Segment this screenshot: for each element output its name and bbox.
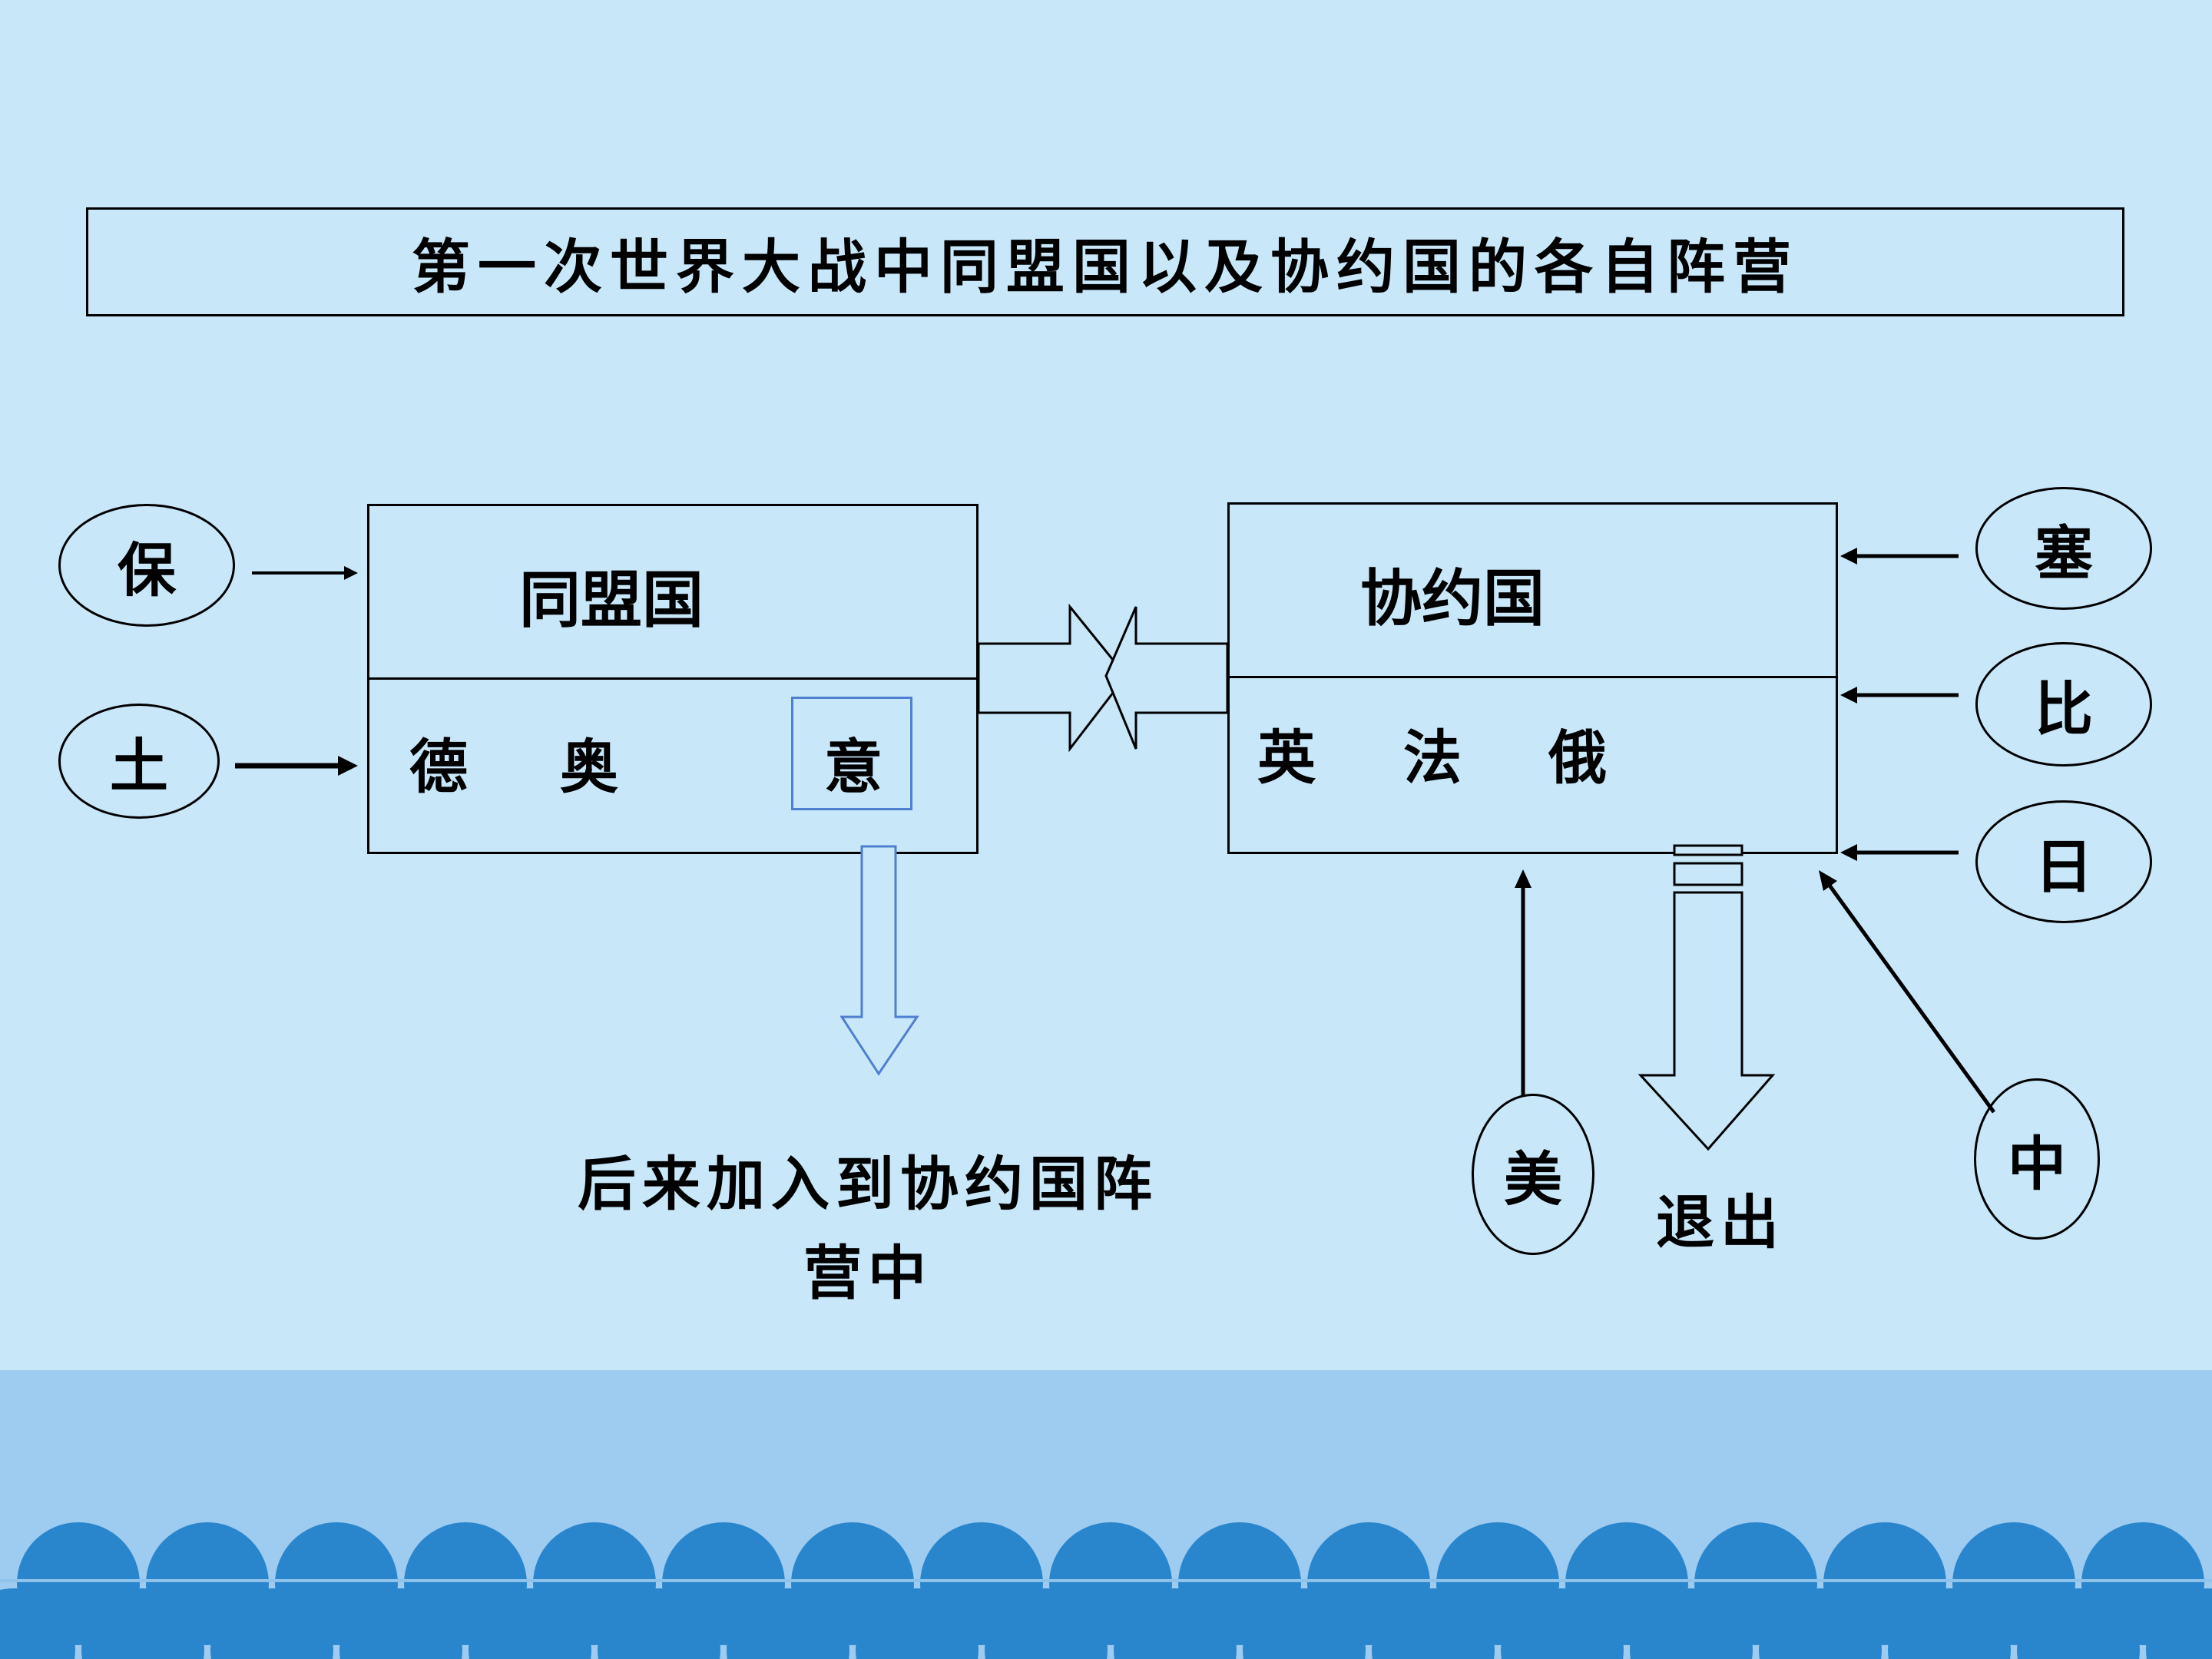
entente-label: 协约国 [1360,562,1545,634]
country-circle-serbia: 塞 [1975,487,2152,610]
member-france: 法 [1403,724,1462,792]
entente-box: 协约国 英 法 俄 [1227,502,1838,854]
central-powers-header [369,506,976,680]
exit-arrow-stripe-1 [1673,844,1743,856]
central-powers-box: 同盟国 德 奥 意 [367,504,979,854]
italy-note-line1: 后来加入到协约国阵 [578,1150,1158,1218]
country-circle-china: 中 [1974,1078,2100,1240]
exit-arrow-stripe-2 [1673,862,1743,886]
member-germany: 德 [409,733,468,801]
country-circle-bulgaria: 保 [58,504,235,627]
diagram-title: 第一次世界大战中同盟国以及协约国的各自阵营 [412,233,1799,301]
country-circle-usa: 美 [1472,1094,1594,1255]
arrow-china [1826,882,1996,1114]
member-russia: 俄 [1548,724,1607,792]
italy-note: 后来加入到协约国阵 营中 [492,1140,1244,1318]
diagram-title-box: 第一次世界大战中同盟国以及协约国的各自阵营 [86,207,2124,316]
italy-down-arrow [839,845,919,1076]
country-circle-belgium: 比 [1975,642,2152,767]
italy-note-line2: 营中 [803,1239,932,1307]
member-austria: 奥 [560,733,618,801]
opposing-arrow-right [977,603,1128,753]
opposing-arrow-left [1104,606,1229,750]
member-britain: 英 [1257,724,1316,792]
scallop-row-front [0,1588,2212,1659]
exit-arrow [1637,891,1776,1151]
country-circle-turkey: 土 [58,704,220,819]
italy-highlight-frame [791,697,912,810]
entente-header [1230,505,1836,678]
member-italy: 意 [824,733,882,801]
country-circle-japan: 日 [1975,800,2152,923]
exit-note: 退出 [1656,1188,1785,1257]
central-powers-label: 同盟国 [519,564,704,636]
